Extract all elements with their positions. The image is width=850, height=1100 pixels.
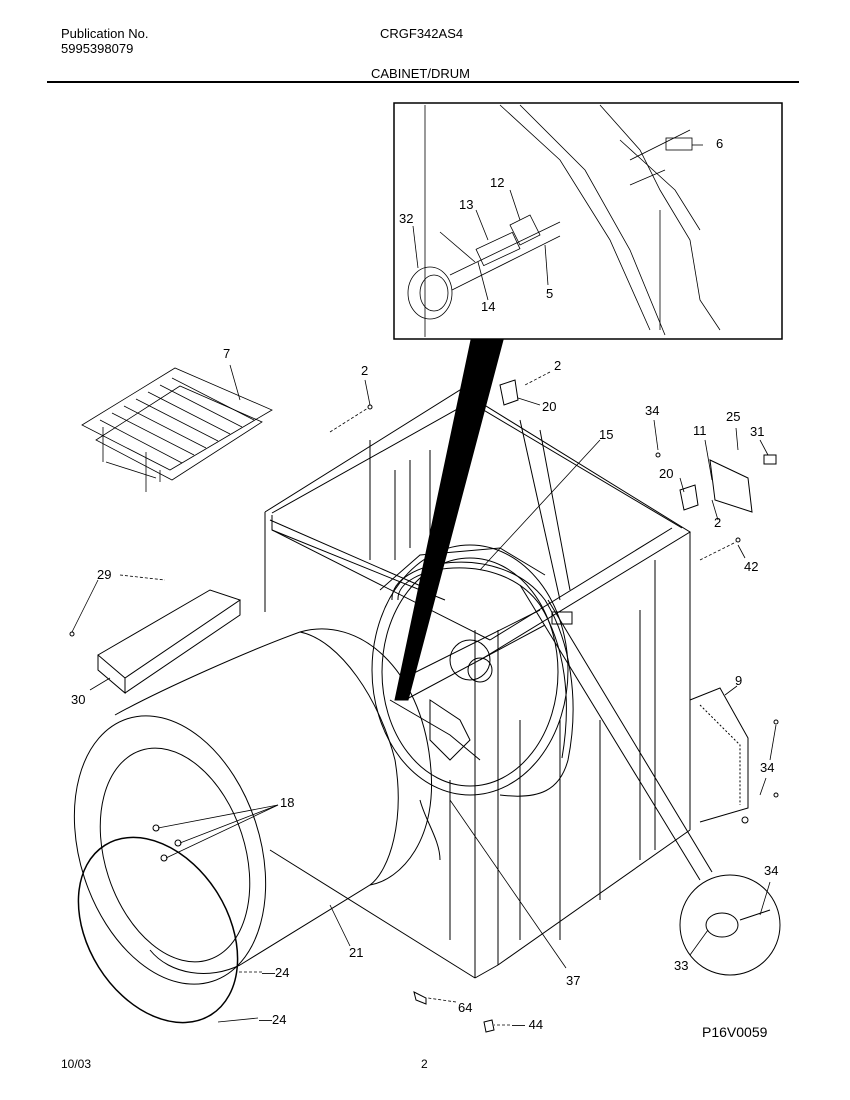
callout-30: 30 [71,692,86,707]
drum-seal-ring [77,836,239,1024]
callout-24-upper: —24 [262,965,290,980]
callout-37: 37 [566,973,581,988]
callout-5: 5 [546,286,554,301]
callout-11: 11 [693,423,707,438]
heater-box [689,687,749,823]
callout-34-top: 34 [645,403,660,418]
circle-detail [679,874,781,976]
callout-2-top: 2 [361,363,369,378]
callout-18: 18 [280,795,295,810]
callout-34-circle: 34 [764,863,779,878]
callout-32: 32 [399,211,414,226]
section-title: CABINET/DRUM [371,66,470,81]
callout-13: 13 [459,197,474,212]
diagram-code: P16V0059 [702,1024,768,1040]
callout-44: — 44 [512,1017,544,1032]
header-rule [47,81,799,83]
publication-number: 5995398079 [61,41,134,56]
inset-leaders [412,144,703,301]
publication-label: Publication No. [61,26,149,41]
footer-date: 10/03 [61,1057,92,1071]
baffle-part [97,589,242,695]
callout-29: 29 [97,567,112,582]
page-number: 2 [421,1057,428,1071]
callout-34-right: 34 [760,760,775,775]
drum [73,628,441,985]
idler-tube [519,584,713,881]
callout-6: 6 [716,136,724,151]
rear-bulkhead [371,544,569,796]
callout-24-lower: —24 [259,1012,287,1027]
callout-14: 14 [481,299,496,314]
callout-31: 31 [750,424,765,439]
leader-lines [71,364,777,1026]
inset-detail-frame [393,102,783,340]
cabinet-outline [264,389,691,979]
hardware-parts [69,379,779,1033]
callout-33: 33 [674,958,689,973]
drum-rack [81,367,273,492]
mounting-bracket [709,459,753,513]
callout-20-right: 20 [659,466,674,481]
callout-2-right: 2 [554,358,562,373]
drive-belt [391,561,574,797]
inset-drum-bearing [407,104,721,337]
callout-20-top: 20 [542,399,557,414]
inset-bearing-cup [407,266,453,320]
detail-pointer-wedge [394,339,504,701]
callout-12: 12 [490,175,505,190]
callout-7: 7 [223,346,231,361]
model-number: CRGF342AS4 [380,26,464,41]
callout-2-bracket: 2 [714,515,722,530]
callout-9: 9 [735,673,743,688]
callout-64: 64 [458,1000,473,1015]
callout-15: 15 [599,427,614,442]
callout-25: 25 [726,409,741,424]
callout-21: 21 [349,945,364,960]
callout-42: 42 [744,559,759,574]
